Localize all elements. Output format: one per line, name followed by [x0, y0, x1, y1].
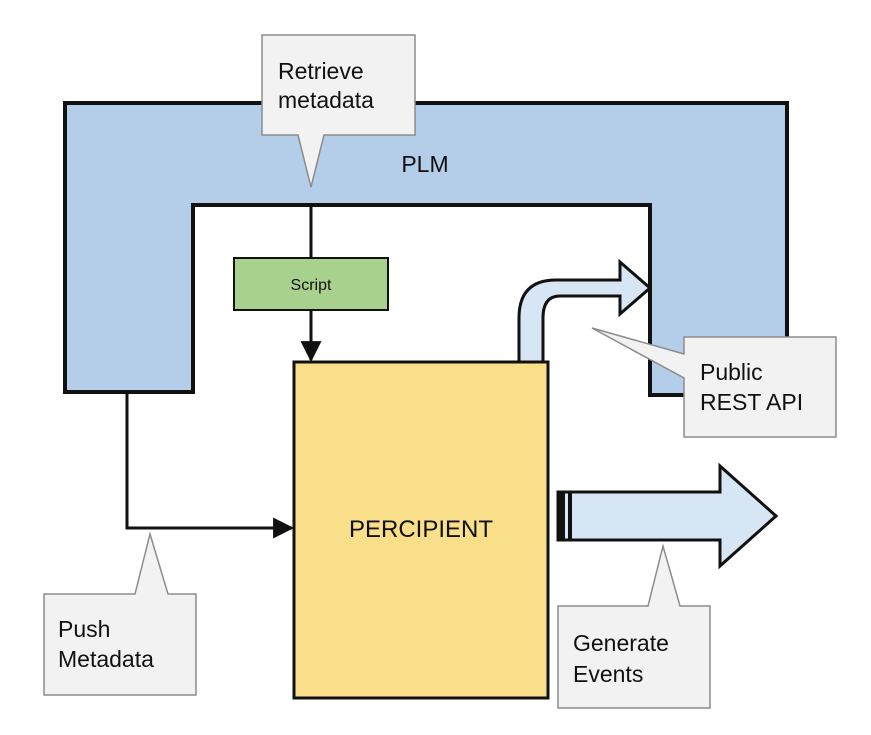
script-label: Script [291, 277, 332, 294]
callout-push-metadata: Push Metadata [43, 531, 197, 696]
callout-events-line1: Generate [573, 630, 669, 656]
callout-push-line2: Metadata [58, 646, 154, 672]
script-box [233, 257, 389, 311]
percipient-label: PERCIPIENT [349, 516, 493, 543]
push-metadata-line [125, 392, 295, 539]
callout-public-rest-api: Public REST API [591, 327, 837, 438]
callout-rest-line2: REST API [700, 389, 803, 415]
callout-rest-line1: Public [700, 359, 763, 385]
callout-retrieve-metadata: Retrieve metadata [261, 34, 416, 188]
callout-push-line1: Push [58, 616, 110, 642]
plm-label: PLM [401, 151, 448, 177]
rest-api-curved-arrow [517, 258, 653, 364]
callout-generate-events: Generate Events [557, 543, 711, 709]
generate-events-arrow [556, 462, 779, 570]
plm-shape [63, 101, 789, 397]
callout-retrieve-line1: Retrieve [278, 58, 364, 84]
callout-events-line2: Events [573, 661, 643, 687]
callout-retrieve-line2: metadata [278, 87, 374, 113]
percipient-box [292, 360, 550, 700]
